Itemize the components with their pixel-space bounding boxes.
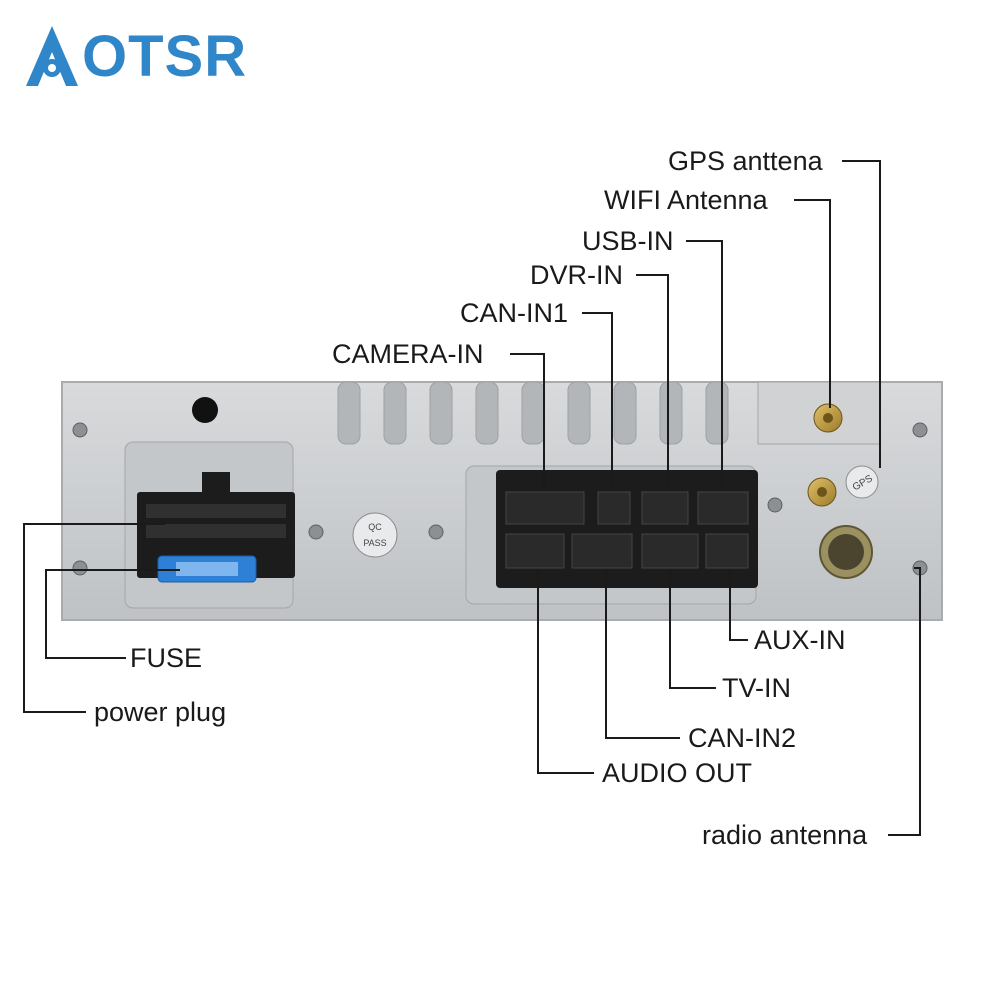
label-dvr-in: DVR-IN [530, 260, 623, 290]
label-camera-in: CAMERA-IN [332, 339, 484, 369]
leader-audio-out [537, 570, 594, 774]
brand-logo: OTSR [22, 20, 262, 92]
radio-antenna-socket-icon [819, 525, 873, 579]
leader-camera-in [510, 353, 545, 490]
gps-mark [845, 465, 879, 499]
leader-fuse [45, 569, 180, 659]
leader-tv-in [669, 570, 716, 689]
label-wifi-antenna: WIFI Antenna [604, 185, 768, 215]
label-usb-in: USB-IN [582, 226, 674, 256]
label-radio-antenna: radio antenna [702, 820, 868, 850]
leader-usb-in [686, 240, 723, 488]
leader-can-in2 [605, 570, 680, 739]
label-fuse: FUSE [130, 643, 203, 673]
label-tv-in: TV-IN [722, 673, 792, 703]
stamp-line1: QC [368, 522, 382, 532]
wifi-antenna-connector-icon [813, 403, 843, 433]
gps-antenna-connector-icon [807, 477, 837, 507]
leader-aux-in [729, 570, 748, 641]
logo-text: OTSR [82, 24, 248, 89]
leader-power-plug [23, 523, 165, 713]
label-can-in1: CAN-IN1 [460, 298, 569, 328]
mounting-hole [192, 397, 218, 423]
power-plug-connector [137, 472, 295, 578]
qc-pass-stamp [352, 512, 398, 558]
label-aux-in: AUX-IN [754, 625, 846, 655]
label-audio-out: AUDIO OUT [602, 758, 753, 788]
logo-pin-icon [26, 26, 78, 86]
leader-radio-antenna [888, 567, 921, 836]
fuse-window [176, 562, 238, 576]
label-power-plug: power plug [94, 697, 227, 727]
label-can-in2: CAN-IN2 [688, 723, 797, 753]
multi-pin-connector-block [496, 470, 758, 588]
leader-dvr-in [636, 274, 669, 488]
heatsink-fins [337, 381, 729, 445]
leader-gps-antenna [842, 160, 881, 468]
leader-can-in1 [582, 312, 613, 490]
label-gps-antenna: GPS anttena [668, 146, 823, 176]
stamp-line2: PASS [363, 538, 386, 548]
leader-wifi-antenna [794, 199, 831, 408]
